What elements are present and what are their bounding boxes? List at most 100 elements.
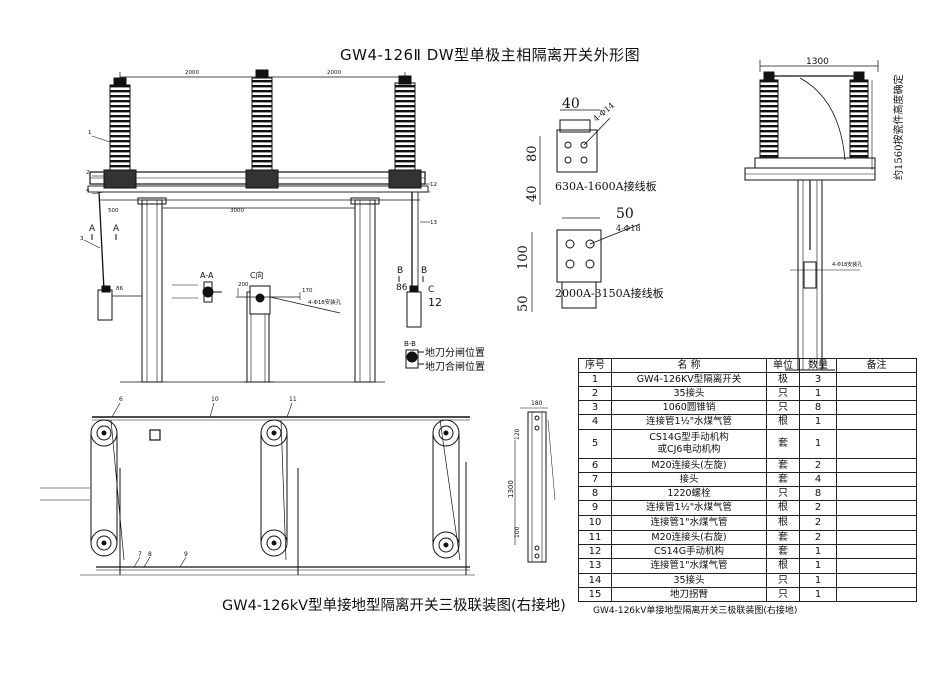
cell-qty: 1 xyxy=(799,558,837,574)
header-name: 名 称 xyxy=(611,358,767,373)
dim-200: 200 xyxy=(238,282,249,288)
assembly-title: GW4-126kV型单接地型隔离开关三极联装图(右接地) xyxy=(222,598,566,614)
cell-name: 35接头 xyxy=(611,386,767,401)
dim-120: 120 xyxy=(514,428,521,440)
label-n11: 11 xyxy=(289,396,297,403)
cell-unit: 套 xyxy=(766,458,800,473)
phi18-side: 4-Φ18安装孔 xyxy=(832,261,862,268)
dim-500: 500 xyxy=(108,208,119,214)
vertical-detail xyxy=(514,407,556,563)
cell-qty: 2 xyxy=(799,530,837,545)
dim-80: 80 xyxy=(525,145,540,162)
label-n13: 13 xyxy=(430,220,437,226)
table-caption: GW4-126kV单接地型隔离开关三极联装图(右接地) xyxy=(593,606,798,616)
cell-unit: 只 xyxy=(766,386,800,401)
cell-note xyxy=(836,458,917,473)
cell-name: 连接管1½"水煤气管 xyxy=(611,500,767,516)
cell-unit: 只 xyxy=(766,486,800,501)
cell-no: 11 xyxy=(578,530,612,545)
cell-name: 35接头 xyxy=(611,573,767,588)
cell-no: 15 xyxy=(578,587,612,602)
header-qty: 数量 xyxy=(799,358,837,373)
cell-no: 5 xyxy=(578,429,612,459)
cell-name: GW4-126KV型隔离开关 xyxy=(611,372,767,387)
assembly-labels: 6 10 11 7 8 9 xyxy=(119,396,297,558)
cell-no: 14 xyxy=(578,573,612,588)
plate-small-label: 630A-1600A接线板 xyxy=(555,179,657,193)
cell-name: CS14G手动机构 xyxy=(611,544,767,559)
cell-note xyxy=(836,400,917,415)
cell-unit: 只 xyxy=(766,573,800,588)
dim-1300-vertical: 1300 xyxy=(507,480,515,498)
cell-note xyxy=(836,515,917,531)
main-elevation-view xyxy=(83,69,430,383)
dim-phi14: 4-Φ14 xyxy=(592,101,617,124)
header-no: 序号 xyxy=(578,358,612,373)
label-n7: 7 xyxy=(138,551,142,558)
cell-name: 1060圆锥销 xyxy=(611,400,767,415)
cell-note xyxy=(836,530,917,545)
main-title: GW4-126Ⅱ DW型单极主相隔离开关外形图 xyxy=(340,46,641,64)
cell-no: 7 xyxy=(578,472,612,487)
dim-40: 40 xyxy=(562,96,580,112)
cell-no: 6 xyxy=(578,458,612,473)
side-view xyxy=(744,60,879,371)
cell-name: 接头 xyxy=(611,472,767,487)
dim-100v: 100 xyxy=(514,526,521,538)
cell-qty: 3 xyxy=(799,372,837,387)
dim-100: 100 xyxy=(516,245,531,270)
cell-no: 10 xyxy=(578,515,612,531)
cell-note xyxy=(836,544,917,559)
phi18-small: 4-Φ18安装孔 xyxy=(308,298,342,306)
cell-qty: 4 xyxy=(799,472,837,487)
dim-86-right: 86 xyxy=(396,283,408,293)
cell-name: CS14G型手动机构或CJ6电动机构 xyxy=(611,429,767,459)
cell-name: M20连接头(右旋) xyxy=(611,530,767,545)
label-n8: 8 xyxy=(148,551,152,558)
cell-qty: 2 xyxy=(799,458,837,473)
cell-qty: 1 xyxy=(799,544,837,559)
cell-no: 9 xyxy=(578,500,612,516)
label-n2: 2 xyxy=(86,170,90,176)
dim-3000: 3000 xyxy=(230,208,244,214)
cell-unit: 根 xyxy=(766,414,800,430)
cell-qty: 2 xyxy=(799,500,837,516)
cell-no: 1 xyxy=(578,372,612,387)
cell-no: 2 xyxy=(578,386,612,401)
cell-note xyxy=(836,500,917,516)
main-view-labels: 2000 2000 3000 500 1 2 4 3 12 13 86 200 … xyxy=(80,70,437,306)
label-n12: 12 xyxy=(428,296,442,309)
plate-large-label: 2000A-3150A接线板 xyxy=(555,286,664,300)
label-n10: 10 xyxy=(211,396,219,403)
label-n9: 9 xyxy=(184,551,188,558)
cell-name: 连接管1"水煤气管 xyxy=(611,515,767,531)
cell-note xyxy=(836,472,917,487)
cell-note xyxy=(836,486,917,501)
three-pole-assembly xyxy=(40,402,475,576)
terminal-plate-small xyxy=(539,109,611,205)
section-label-a1: A xyxy=(89,224,96,234)
label-n12a: 12 xyxy=(430,182,437,188)
cell-unit: 根 xyxy=(766,558,800,574)
cell-qty: 1 xyxy=(799,429,837,459)
label-n1: 1 xyxy=(88,130,92,136)
dim-86-left: 86 xyxy=(116,286,123,292)
section-bb: B-B xyxy=(404,340,416,348)
section-label-c: C xyxy=(428,285,434,295)
cell-no: 8 xyxy=(578,486,612,501)
plate-dims: 40 80 40 4-Φ14 630A-1600A接线板 50 4-Φ18 10… xyxy=(516,96,664,312)
cell-qty: 1 xyxy=(799,386,837,401)
label-n3: 3 xyxy=(80,236,84,242)
cell-note xyxy=(836,372,917,387)
cell-qty: 2 xyxy=(799,515,837,531)
cell-note xyxy=(836,573,917,588)
section-label-a2: A xyxy=(113,224,120,234)
